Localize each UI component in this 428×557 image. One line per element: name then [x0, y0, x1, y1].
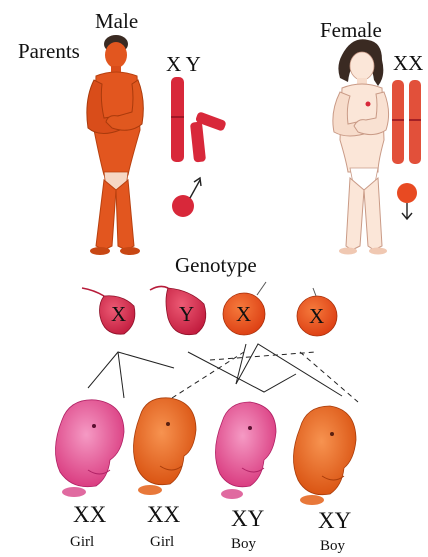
y-chromosome: [190, 111, 227, 162]
solid-cross-line: [236, 344, 342, 396]
sperm-cell-x: [82, 288, 135, 334]
solid-cross-line: [236, 344, 246, 384]
sperm-cell-y: [150, 286, 206, 334]
male-chromosome-label: X Y: [166, 54, 201, 75]
embryo-4: [293, 406, 356, 505]
male-figure: [87, 35, 143, 255]
gamete-chromosome-label: X: [309, 306, 324, 327]
embryo-2: [133, 398, 196, 495]
gamete-chromosome-label: X: [111, 304, 126, 325]
parents-label: Parents: [18, 41, 80, 62]
offspring-genotype-label: XY: [318, 509, 351, 532]
dashed-cross-line: [172, 352, 244, 398]
female-chromosome-label: XX: [393, 53, 423, 74]
offspring-genotype-label: XY: [231, 507, 264, 530]
dashed-cross-line: [300, 352, 358, 402]
female-figure: [333, 39, 389, 254]
female-label: Female: [320, 20, 382, 41]
gamete-chromosome-label: X: [236, 304, 251, 325]
offspring-sex-label: Boy: [320, 539, 345, 554]
inheritance-lines: [88, 344, 358, 402]
male-chromosomes: [171, 77, 227, 163]
female-chromosomes: [392, 80, 421, 164]
offspring-genotype-label: XX: [147, 503, 180, 526]
dashed-cross-line: [210, 352, 316, 360]
embryo-1: [55, 400, 124, 497]
embryo-3: [215, 402, 276, 499]
male-symbol: [172, 178, 201, 217]
offspring-sex-label: Girl: [70, 535, 94, 550]
solid-cross-line: [118, 352, 124, 398]
offspring-genotype-label: XX: [73, 503, 106, 526]
male-label: Male: [95, 11, 138, 32]
x-chromosome: [171, 77, 184, 162]
gamete-chromosome-label: Y: [179, 304, 194, 325]
x-chromosome: [392, 80, 404, 164]
offspring-sex-label: Boy: [231, 537, 256, 552]
genotype-label: Genotype: [175, 255, 257, 276]
female-symbol: [397, 183, 417, 219]
offspring-sex-label: Girl: [150, 535, 174, 550]
solid-cross-line: [88, 352, 174, 388]
x-chromosome: [409, 80, 421, 164]
